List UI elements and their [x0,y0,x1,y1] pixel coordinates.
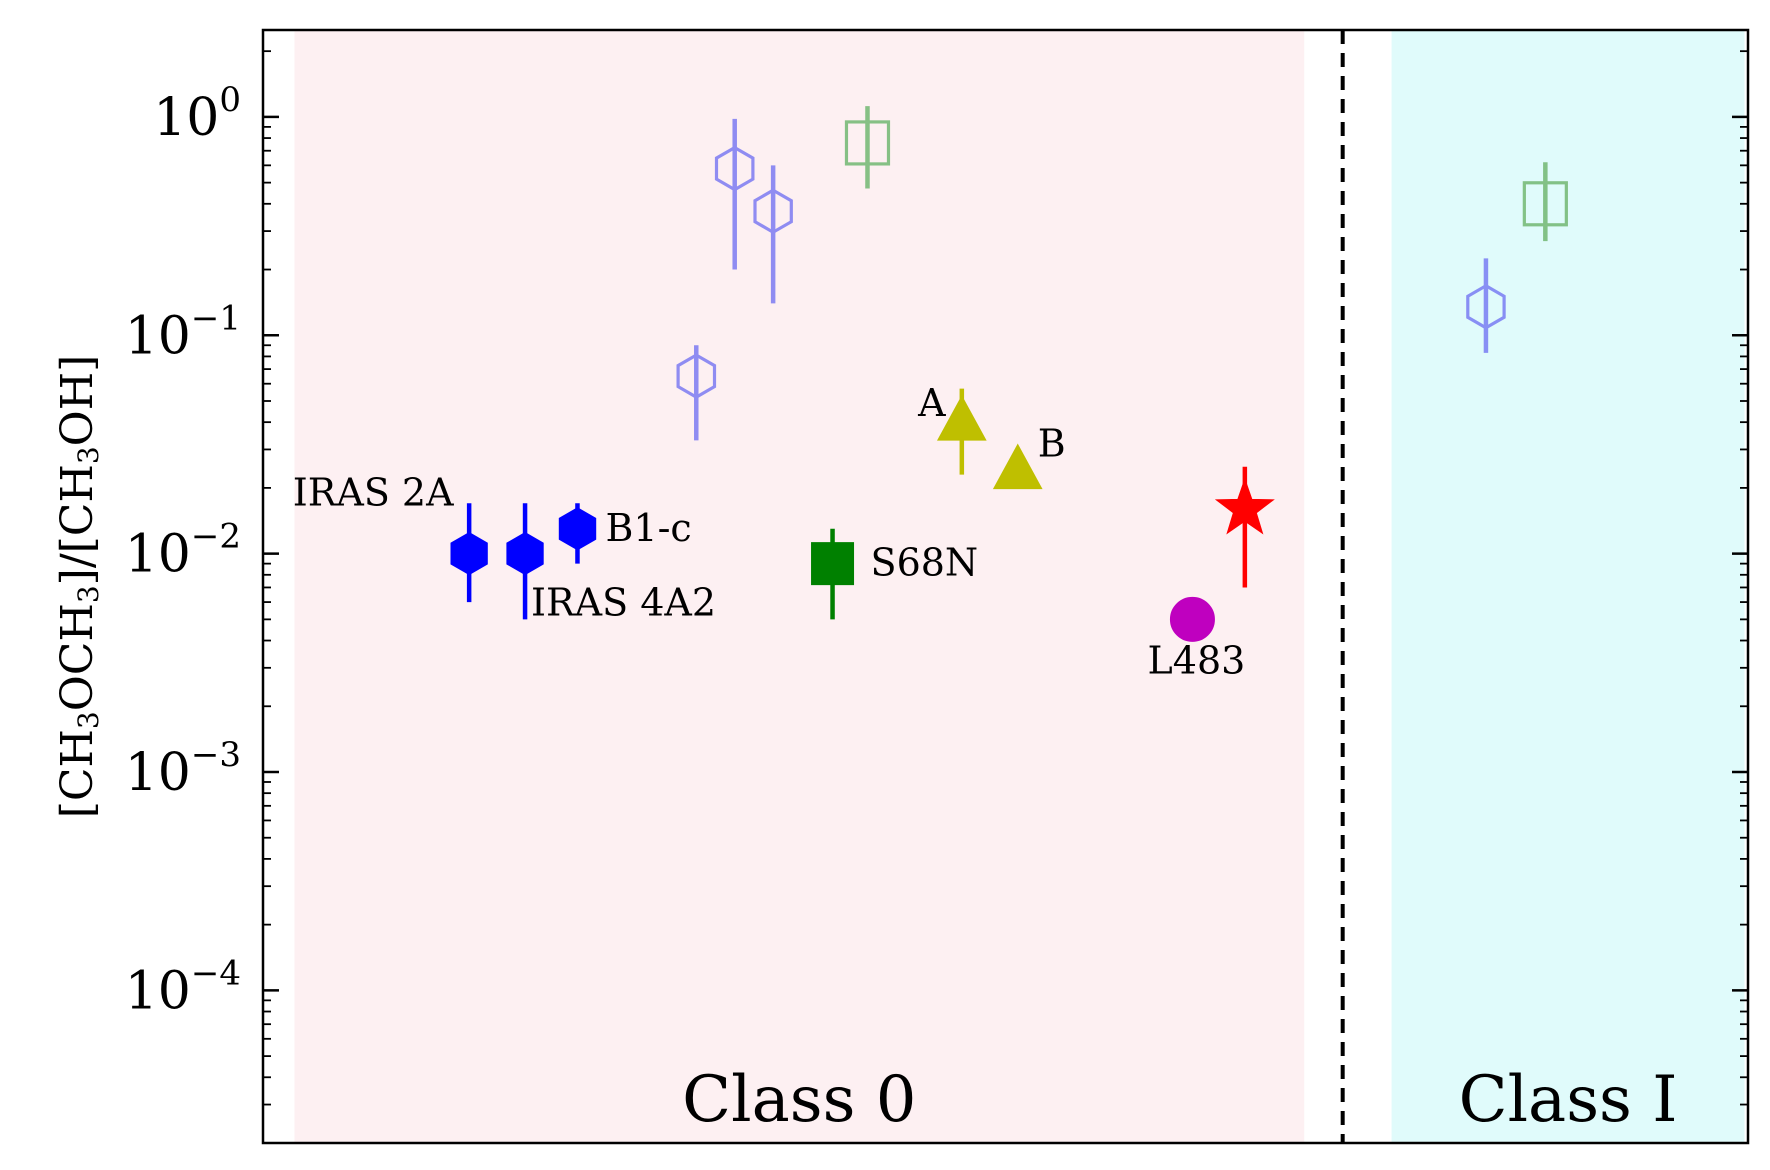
data-point-8 [936,388,987,475]
data-point-10 [1169,596,1215,642]
square-marker [844,120,891,166]
hexagon-marker [558,507,597,551]
triangle-marker [936,395,987,441]
class-label-0: Class 0 [682,1063,916,1137]
hexagon-marker [714,145,755,192]
data-point-0 [450,503,488,603]
plot-frame [261,28,1750,1145]
region-class-0 [294,30,1305,1143]
y-tick-label: 10−4 [125,953,241,1021]
square-marker [811,542,855,586]
annotation-label: B1-c [605,506,691,550]
circle-marker [1169,596,1215,642]
data-point-7 [844,106,891,189]
annotation-label: IRAS 4A2 [531,581,716,625]
annotation-label: IRAS 2A [293,471,454,515]
hexagon-marker [450,532,488,576]
y-tick-label: 100 [153,80,241,148]
data-point-9 [992,443,1043,490]
annotation-label: L483 [1148,638,1246,682]
square-marker [1522,181,1568,227]
class-label-1: Class I [1459,1063,1678,1137]
star-marker [1214,477,1275,535]
class-regions [294,30,1745,1143]
triangle-marker [992,443,1043,490]
region-class-1 [1391,30,1745,1143]
y-tick-label: 10−3 [125,735,241,803]
data-point-11 [1214,466,1275,588]
data-point-13 [1522,162,1568,242]
data-point-12 [1466,258,1506,353]
hexagon-marker [506,532,544,576]
data-point-1 [506,503,544,620]
annotation-label: S68N [871,541,979,585]
hexagon-marker [676,353,717,399]
hexagon-marker [753,188,793,235]
data-point-4 [714,118,755,270]
y-axis-label: [CH3​OCH3​]/[CH3​OH] [52,355,105,819]
y-tick-label: 10−1 [125,298,241,366]
data-points [450,106,1568,642]
data-point-2 [558,503,597,564]
y-axis-ticks: 100 10−1 10−2 10−3 10−4 [125,50,1748,1144]
annotation-label: B [1038,422,1066,466]
data-point-6 [811,528,855,620]
data-point-5 [753,165,793,304]
class-labels: Class 0 Class I [682,1063,1677,1137]
hexagon-marker [1466,283,1506,330]
annotation-label: A [917,381,946,425]
data-point-3 [676,345,717,441]
y-tick-label: 10−2 [125,517,241,585]
